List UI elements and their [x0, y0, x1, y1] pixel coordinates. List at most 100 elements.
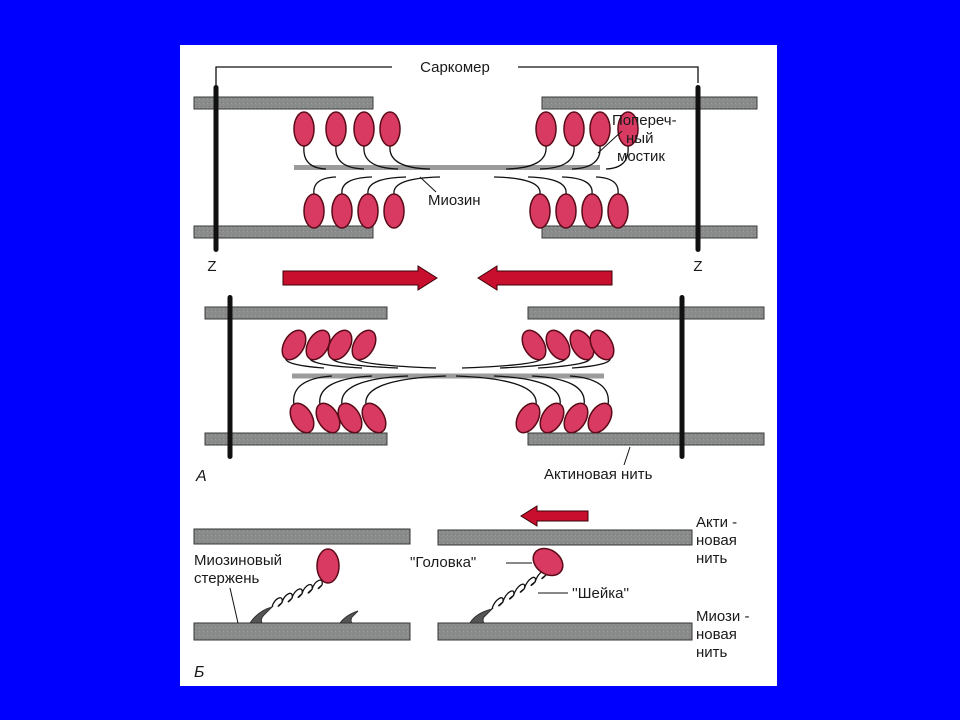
- sarcomere-label: Саркомер: [420, 59, 490, 76]
- cross-bridge-neck: [313, 176, 337, 195]
- z-line-label-left: Z: [207, 258, 216, 275]
- myosin-rod-arm-right: [469, 608, 494, 624]
- arrow-left-icon: [477, 265, 613, 291]
- actin-filament: [541, 225, 758, 239]
- myosin-head: [357, 193, 379, 229]
- cross-bridge-neck: [493, 375, 561, 406]
- cross-bridge-neck: [595, 176, 619, 195]
- myosin-neck-coil: [271, 579, 323, 608]
- svg-text:мостик: мостик: [617, 148, 665, 165]
- cross-bridge-neck: [571, 145, 601, 170]
- cross-bridge-neck: [561, 176, 593, 195]
- neck-label: ''Шейка'': [572, 585, 629, 602]
- cross-bridge-neck: [363, 145, 399, 170]
- myosin-head: [361, 402, 387, 434]
- z-line: [213, 85, 219, 252]
- cross-bridge-neck: [493, 176, 541, 195]
- cross-bridge-neck: [393, 176, 441, 195]
- myosin-head: [331, 193, 353, 229]
- myosin-head: [581, 193, 603, 229]
- actin-filament: [193, 96, 374, 110]
- cross-bridge-neck: [539, 145, 575, 170]
- myosin-head: [563, 111, 585, 147]
- z-line: [227, 295, 233, 459]
- myosin-head: [281, 329, 307, 361]
- svg-text:Попереч-: Попереч-: [612, 112, 677, 129]
- actin-label-1: Акти -: [696, 514, 737, 531]
- cross-bridge-neck: [365, 375, 447, 406]
- myosin-head: [529, 193, 551, 229]
- myosin-rod-pointer: [229, 587, 239, 624]
- myosin-head-right: [532, 547, 564, 577]
- myosin-head: [351, 329, 377, 361]
- actin-filament: [204, 432, 388, 446]
- actin-filament: [204, 306, 388, 320]
- cross-bridge-neck: [569, 375, 609, 406]
- cross-bridge-neck: [605, 145, 629, 170]
- actin-filament-b-left: [193, 528, 411, 545]
- cross-bridge-neck: [341, 375, 409, 406]
- myosin-filament-b-left: [193, 622, 411, 641]
- contraction-arrows: [282, 265, 613, 291]
- myosin-rod-label-2: стержень: [194, 570, 260, 587]
- myosin-head: [315, 402, 341, 434]
- myosin-rod-arm-2: [338, 610, 359, 624]
- myosin-label-2: новая: [696, 626, 737, 643]
- cross-bridge-neck: [389, 145, 431, 170]
- cross-bridge-neck: [531, 375, 585, 406]
- actin-label-2: новая: [696, 532, 737, 549]
- arrow-left-small-icon: [520, 505, 589, 527]
- sarcomere-relaxed: [193, 85, 758, 252]
- cross-bridge-neck: [303, 145, 327, 170]
- z-line: [695, 85, 701, 252]
- myosin-head: [535, 111, 557, 147]
- head-label: "Головка": [410, 554, 476, 571]
- myosin-head: [303, 193, 325, 229]
- actin-filament-b-right: [437, 529, 693, 546]
- actin-filament: [527, 432, 765, 446]
- z-line-label-right: Z: [693, 258, 702, 275]
- actin-filament: [193, 225, 374, 239]
- myosin-filament: [292, 373, 604, 379]
- myosin-head: [305, 329, 331, 361]
- cross-bridge-neck: [293, 375, 333, 406]
- actin-label-3: нить: [696, 550, 728, 567]
- cross-bridge-neck: [341, 176, 373, 195]
- myosin-head: [316, 548, 340, 584]
- panel-b: Миозиновый стержень "Головка" ''Шейка'' …: [193, 505, 749, 681]
- cross-bridge-label: Попереч- ный мостик: [597, 112, 677, 165]
- myosin-head: [379, 111, 401, 147]
- diagram-panel: Саркомер Z Z Попереч- ный мостик Миозин …: [180, 45, 777, 686]
- myosin-head: [521, 329, 547, 361]
- actin-filament: [527, 306, 765, 320]
- actin-filament-label: Актиновая нить: [544, 446, 653, 483]
- cross-bridge-neck: [505, 145, 547, 170]
- myosin-head: [607, 193, 629, 229]
- myosin-head: [515, 402, 541, 434]
- panel-b-letter: Б: [194, 664, 204, 681]
- myosin-rod-label-1: Миозиновый: [194, 552, 282, 569]
- cross-bridge-neck: [335, 145, 365, 170]
- myosin-head: [289, 402, 315, 434]
- cross-bridge-neck: [455, 375, 537, 406]
- cross-bridge-neck: [319, 375, 373, 406]
- myosin-filament: [294, 165, 600, 170]
- svg-text:Актиновая нить: Актиновая нить: [544, 466, 653, 483]
- svg-text:Миозин: Миозин: [428, 192, 481, 209]
- sarcomere-diagram: Саркомер Z Z Попереч- ный мостик Миозин …: [193, 59, 765, 681]
- sarcomere-bracket: Саркомер: [215, 59, 699, 93]
- myosin-head: [327, 329, 353, 361]
- myosin-head: [353, 111, 375, 147]
- myosin-neck-coil-right: [491, 569, 547, 610]
- arrow-right-icon: [282, 265, 438, 291]
- myosin-head: [325, 111, 347, 147]
- myosin-head: [539, 402, 565, 434]
- z-line: [679, 295, 685, 459]
- myosin-filament-b-right: [437, 622, 693, 641]
- myosin-label-3: нить: [696, 644, 728, 661]
- myosin-head: [555, 193, 577, 229]
- myosin-head: [545, 329, 571, 361]
- myosin-label-1: Миози -: [696, 608, 749, 625]
- myosin-head: [337, 402, 363, 434]
- myosin-head: [293, 111, 315, 147]
